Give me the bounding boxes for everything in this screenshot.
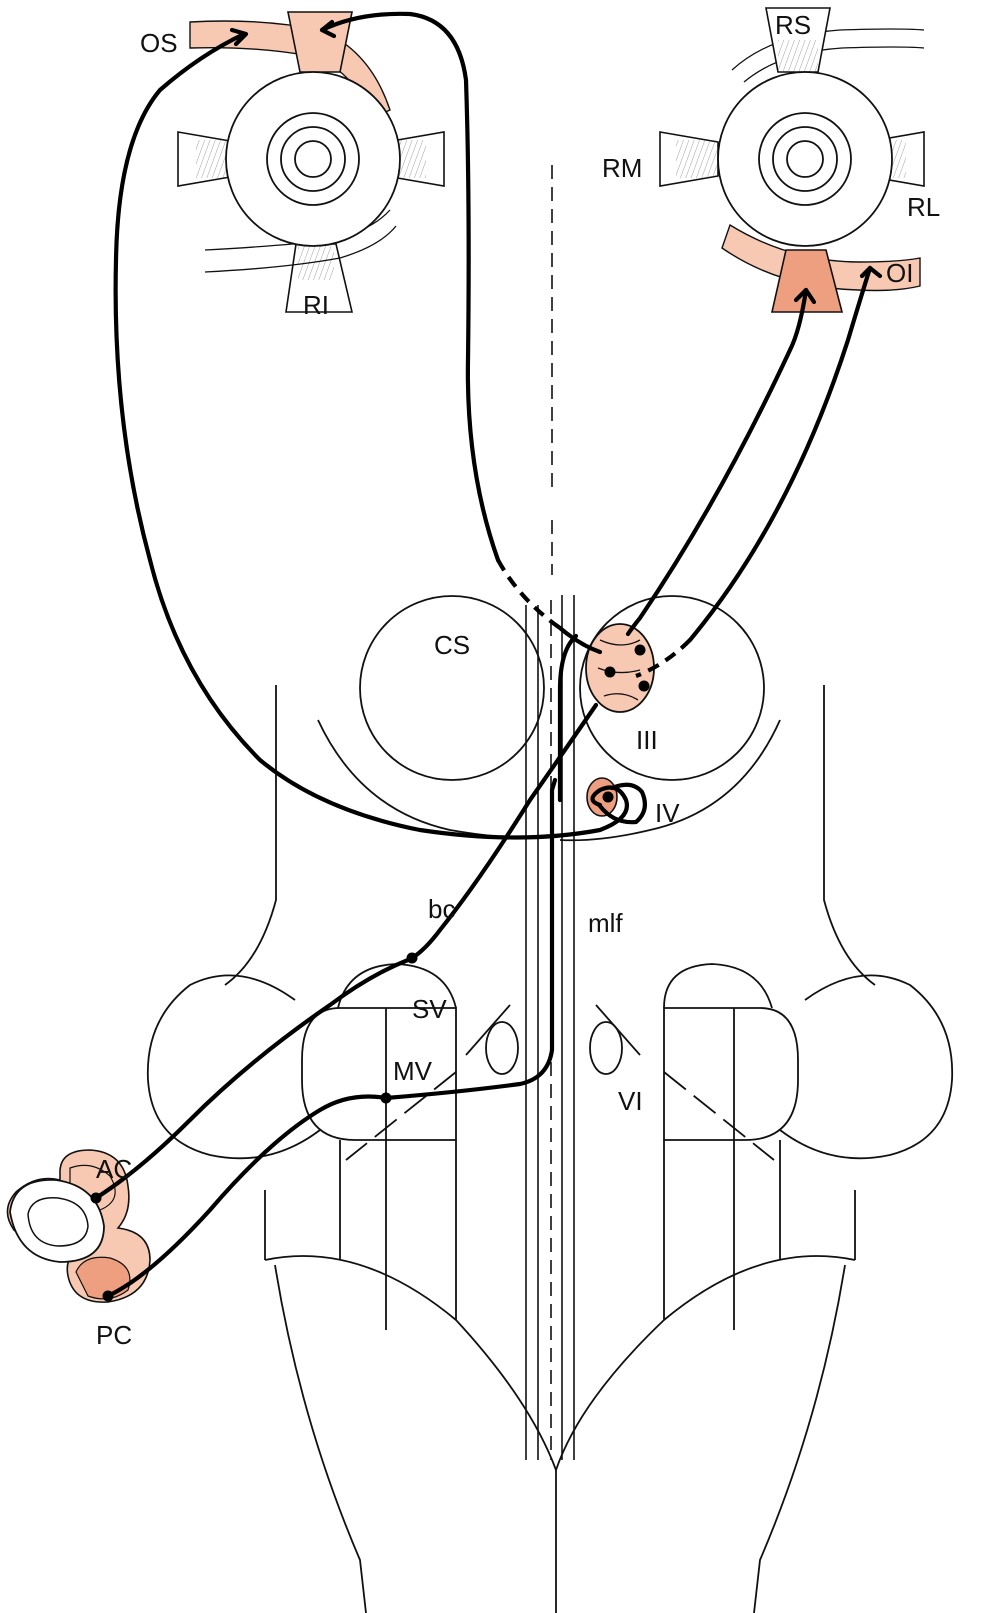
superior-colliculus-right xyxy=(579,595,765,781)
label-ac: AC xyxy=(96,1154,132,1184)
left-superior-rectus-muscle xyxy=(287,11,353,73)
label-mlf: mlf xyxy=(588,908,623,938)
right-eyeball xyxy=(717,71,893,247)
label-rm: RM xyxy=(602,153,642,183)
label-rl: RL xyxy=(907,192,940,222)
left-eye xyxy=(177,11,445,313)
label-iv: IV xyxy=(655,798,680,828)
label-sv: SV xyxy=(412,994,447,1024)
neural-pathways xyxy=(90,11,883,1302)
label-cs: CS xyxy=(434,630,470,660)
label-rs: RS xyxy=(775,10,811,40)
label-vi: VI xyxy=(618,1086,643,1116)
abducens-nucleus-right xyxy=(589,1021,623,1075)
label-bc: bc xyxy=(428,894,455,924)
brainstem-outline xyxy=(146,595,954,1613)
right-eye xyxy=(659,7,925,313)
label-pc: PC xyxy=(96,1320,132,1350)
label-os: OS xyxy=(140,28,178,58)
label-iii: III xyxy=(636,725,658,755)
right-inferior-rectus-muscle xyxy=(770,249,844,313)
label-mv: MV xyxy=(393,1056,433,1086)
abducens-nucleus-left xyxy=(485,1021,519,1075)
label-oi: OI xyxy=(886,258,913,288)
left-eyeball xyxy=(225,71,401,247)
label-ri: RI xyxy=(303,290,329,320)
oculomotor-nucleus xyxy=(585,623,655,713)
superior-colliculus-left xyxy=(359,595,545,781)
